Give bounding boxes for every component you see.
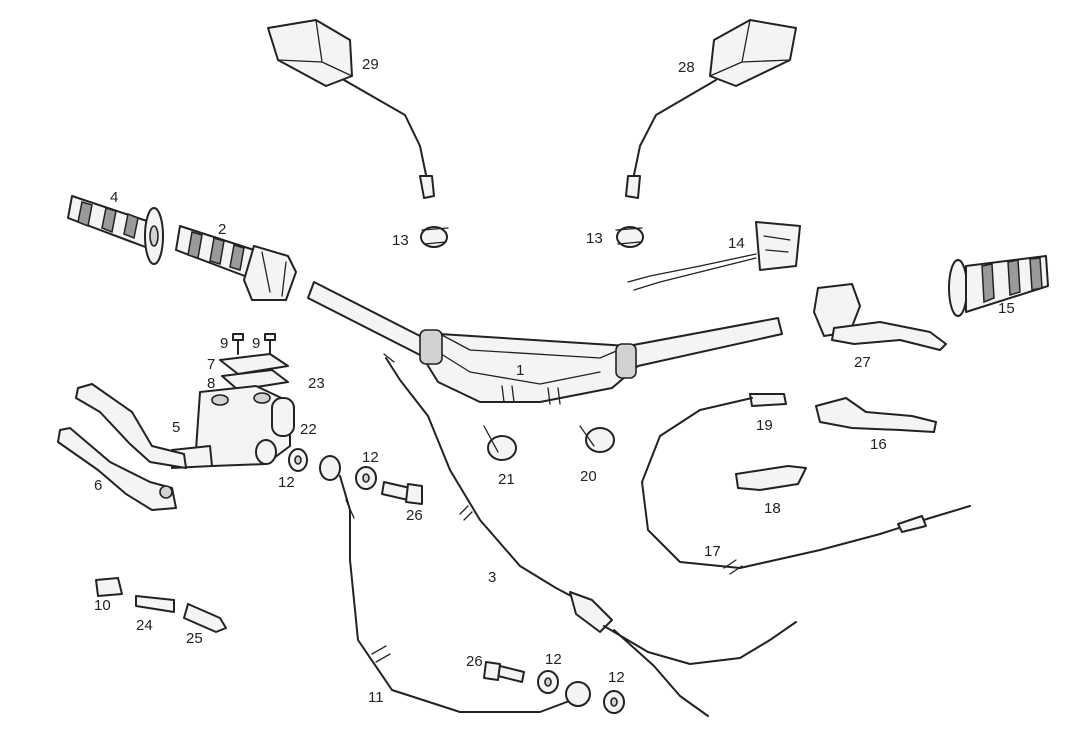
label-25: 25	[186, 630, 203, 647]
brake-master-cylinder	[171, 385, 295, 469]
label-8: 8	[207, 375, 215, 392]
label-5: 5	[172, 419, 180, 436]
lever-perch-right	[813, 283, 947, 351]
washer-12a	[288, 448, 308, 472]
cable-boot	[183, 603, 227, 633]
cable-adjuster	[749, 393, 787, 407]
label-14: 14	[728, 235, 745, 252]
clutch-lever-left	[57, 427, 177, 511]
label-9a: 9	[220, 335, 228, 352]
mirror-right	[625, 19, 797, 199]
clutch-lever-right	[815, 397, 937, 433]
adjuster-screw	[95, 577, 123, 597]
cable-tie-21	[483, 425, 517, 461]
label-17: 17	[704, 543, 721, 560]
label-16: 16	[870, 436, 887, 453]
label-28: 28	[678, 59, 695, 76]
mirror-clamp-left	[420, 226, 449, 248]
mirror-clamp-right	[615, 226, 644, 248]
label-3: 3	[488, 569, 496, 586]
label-13b: 13	[586, 230, 603, 247]
label-26a: 26	[406, 507, 423, 524]
label-24: 24	[136, 617, 153, 634]
label-9b: 9	[252, 335, 260, 352]
brake-hose	[319, 455, 591, 713]
label-6: 6	[94, 477, 102, 494]
cap-screws	[232, 333, 276, 355]
cable-adjuster-small	[135, 595, 175, 613]
label-7: 7	[207, 356, 215, 373]
grip-right	[948, 255, 1049, 317]
label-29: 29	[362, 56, 379, 73]
label-27: 27	[854, 354, 871, 371]
throttle-cable	[383, 353, 797, 717]
label-12b: 12	[362, 449, 379, 466]
handlebar	[307, 281, 783, 405]
brake-lever	[75, 383, 187, 469]
label-13a: 13	[392, 232, 409, 249]
reservoir-cap	[219, 353, 289, 391]
label-10: 10	[94, 597, 111, 614]
cable-tie-20	[579, 425, 615, 453]
label-11: 11	[368, 689, 384, 706]
mirror-left	[267, 19, 435, 199]
washer-12d	[603, 690, 625, 714]
label-23: 23	[308, 375, 325, 392]
banjo-bolt-upper	[381, 481, 423, 505]
label-18: 18	[764, 500, 781, 517]
label-12c: 12	[545, 651, 562, 668]
label-22: 22	[300, 421, 317, 438]
grip-left	[67, 195, 164, 265]
clutch-cable	[641, 397, 971, 575]
label-1: 1	[516, 362, 524, 379]
label-2: 2	[218, 221, 226, 238]
label-12a: 12	[278, 474, 295, 491]
washer-12c	[537, 670, 559, 694]
throttle-grip	[175, 225, 297, 301]
label-15: 15	[998, 300, 1015, 317]
label-26b: 26	[466, 653, 483, 670]
label-21: 21	[498, 471, 515, 488]
label-19: 19	[756, 417, 773, 434]
banjo-bolt-lower	[483, 661, 525, 683]
kill-switch	[627, 221, 801, 291]
washer-12b	[355, 466, 377, 490]
label-20: 20	[580, 468, 597, 485]
label-12d: 12	[608, 669, 625, 686]
label-4: 4	[110, 189, 118, 206]
part-labels: 1 2 3 4 5 6 7 8 9 9 10 11 12 12 12 12 13…	[94, 56, 1015, 706]
cable-sleeve	[735, 465, 807, 491]
